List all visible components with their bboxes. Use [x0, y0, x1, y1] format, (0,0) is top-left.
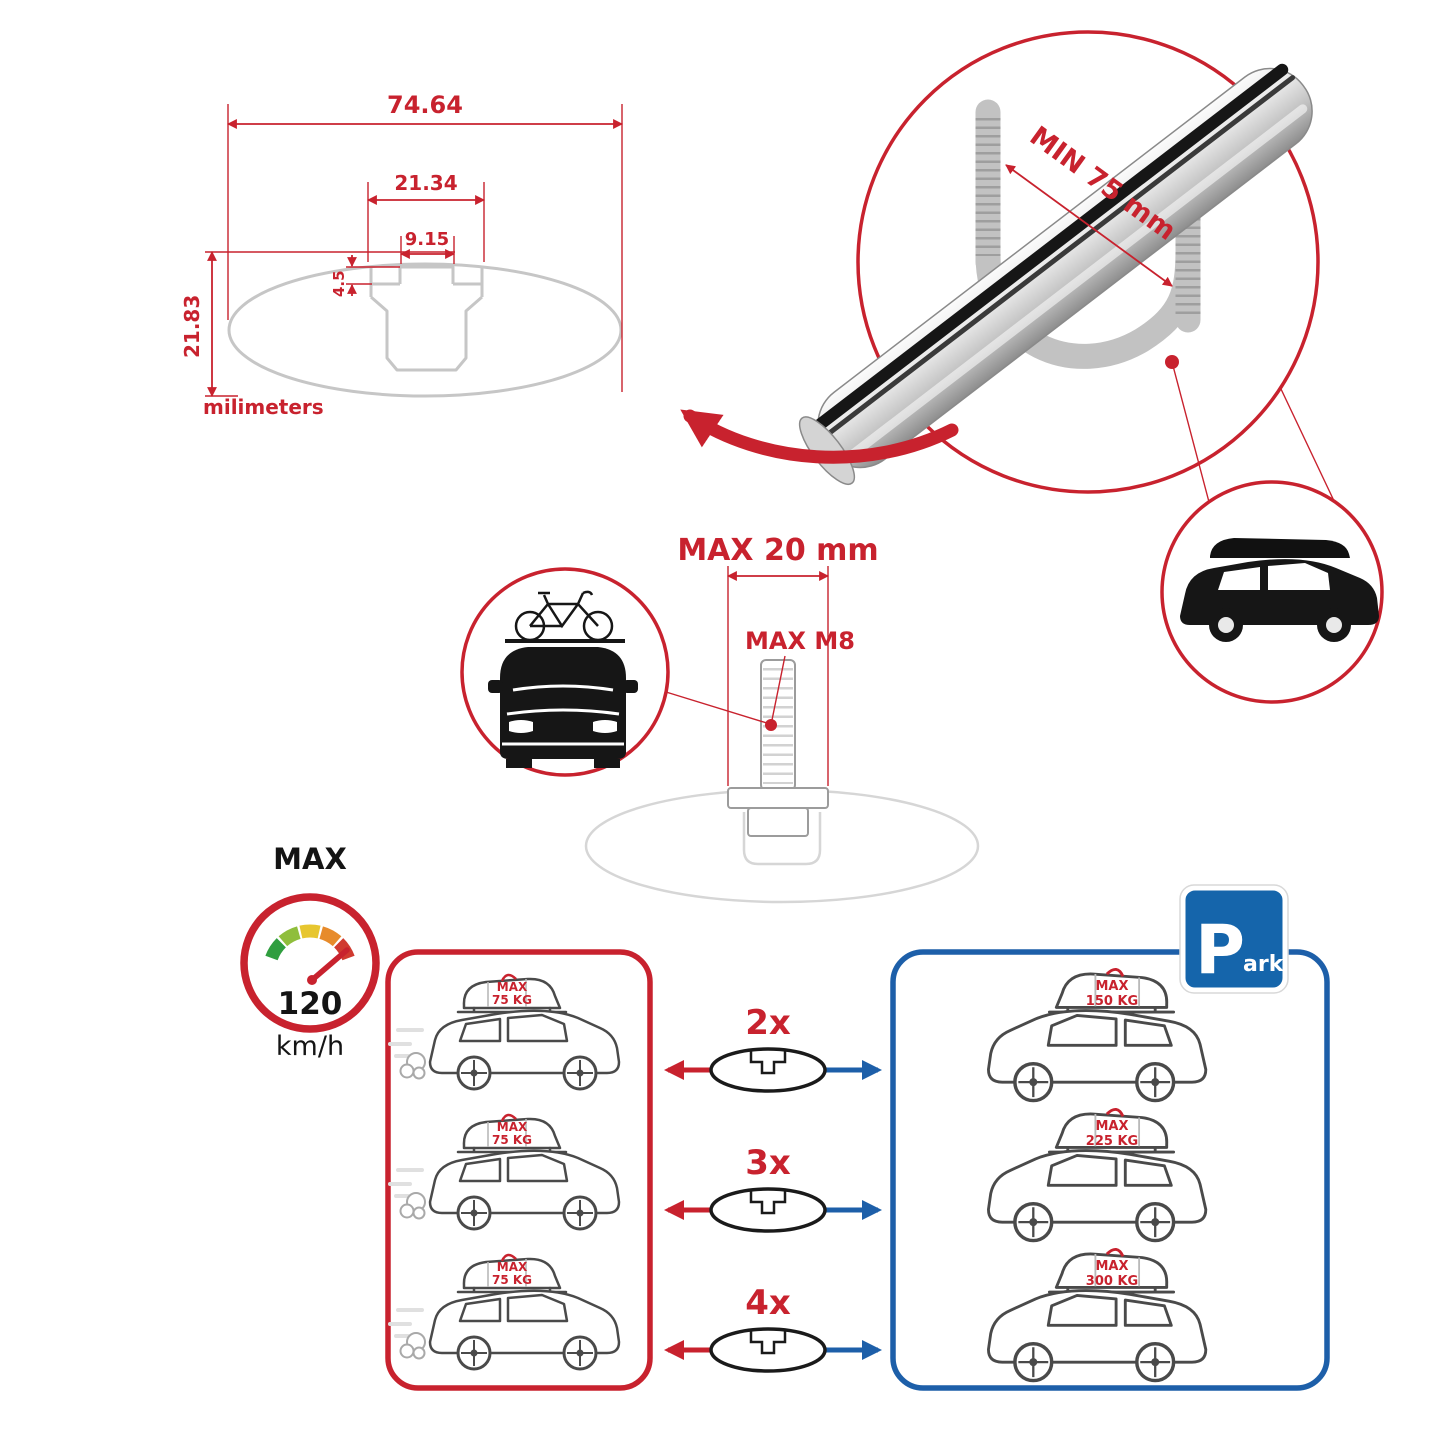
parking-sign: P ark	[1179, 884, 1289, 994]
gauge-value: 120	[278, 986, 343, 1022]
profile-ghost-pocket	[742, 812, 822, 866]
multiplier-label: 3x	[745, 1143, 791, 1183]
bar-count-icon	[709, 1327, 827, 1373]
parking-sign-p: P	[1195, 911, 1245, 990]
gauge-max-label: MAX	[273, 842, 347, 876]
dim-overall-width: 74.64	[387, 91, 463, 119]
parking-sign-ark: ark	[1243, 952, 1285, 977]
load-value: 75 KG	[492, 1133, 532, 1147]
bar-count-icon	[709, 1187, 827, 1233]
multiplier-label: 4x	[745, 1283, 791, 1323]
callout-leader-lines	[1171, 361, 1336, 504]
load-value: 75 KG	[492, 993, 532, 1007]
load-value: 300 KG	[1086, 1274, 1138, 1289]
multiplier-label: 2x	[745, 1003, 791, 1043]
units-label: milimeters	[203, 395, 324, 419]
parked-panel-cars: MAX 150 KG MAX 225 KG MAX 300 KG	[986, 967, 1208, 1383]
bar-zoom-callout: MIN 75 mm	[680, 30, 1336, 504]
bike-circle-leader	[665, 691, 771, 725]
gauge-unit: km/h	[276, 1031, 344, 1062]
dim-profile-height: 21.83	[180, 295, 204, 358]
thread-point-dot	[765, 719, 777, 731]
bolt-diagram: MAX 20 mm MAX M8	[584, 533, 980, 904]
profile-t-channel	[369, 265, 484, 372]
roofbox-car-icon	[1180, 538, 1379, 642]
roofbox-car-callout	[1160, 480, 1384, 704]
fitting-bolt-icon	[727, 659, 829, 837]
bar-count-icon	[709, 1047, 827, 1093]
gauge-needle	[309, 947, 350, 983]
profile-ellipse	[227, 262, 623, 398]
dim-lip-depth: 4.5	[330, 270, 348, 297]
driving-panel-cars: MAX 75 KG MAX 75 KG MAX 75 KG	[388, 973, 621, 1371]
load-value: 225 KG	[1086, 1134, 1138, 1149]
zoom-swoosh-arrow	[680, 409, 959, 464]
bike-car-callout	[460, 567, 670, 777]
min-clamp-arrow	[1005, 164, 1173, 287]
load-value: 75 KG	[492, 1273, 532, 1287]
multiplier-row-3: 4x	[664, 1283, 882, 1373]
load-max-label: MAX	[1095, 1119, 1128, 1134]
gauge-pivot	[307, 975, 317, 985]
load-value: 150 KG	[1086, 994, 1138, 1009]
multiplier-row-2: 3x	[664, 1143, 882, 1233]
profile-diagram: 74.64 21.34 9.15 4.5 21.83 milimeters	[180, 91, 623, 419]
dim-channel-width: 21.34	[394, 171, 457, 195]
load-max-label: MAX	[1095, 1259, 1128, 1274]
gauge-ring	[240, 893, 380, 1033]
car-front-icon	[488, 647, 638, 768]
load-max-label: MAX	[497, 1260, 528, 1274]
bolt-length-label: MAX 20 mm	[677, 533, 878, 568]
load-max-label: MAX	[497, 980, 528, 994]
dim-slot-width: 9.15	[405, 229, 449, 250]
load-max-label: MAX	[1095, 979, 1128, 994]
speed-limit-gauge: MAX 120 km/h	[240, 842, 380, 1062]
load-max-label: MAX	[497, 1120, 528, 1134]
bolt-thread-label: MAX M8	[745, 627, 855, 655]
multiplier-row-1: 2x	[664, 1003, 882, 1093]
